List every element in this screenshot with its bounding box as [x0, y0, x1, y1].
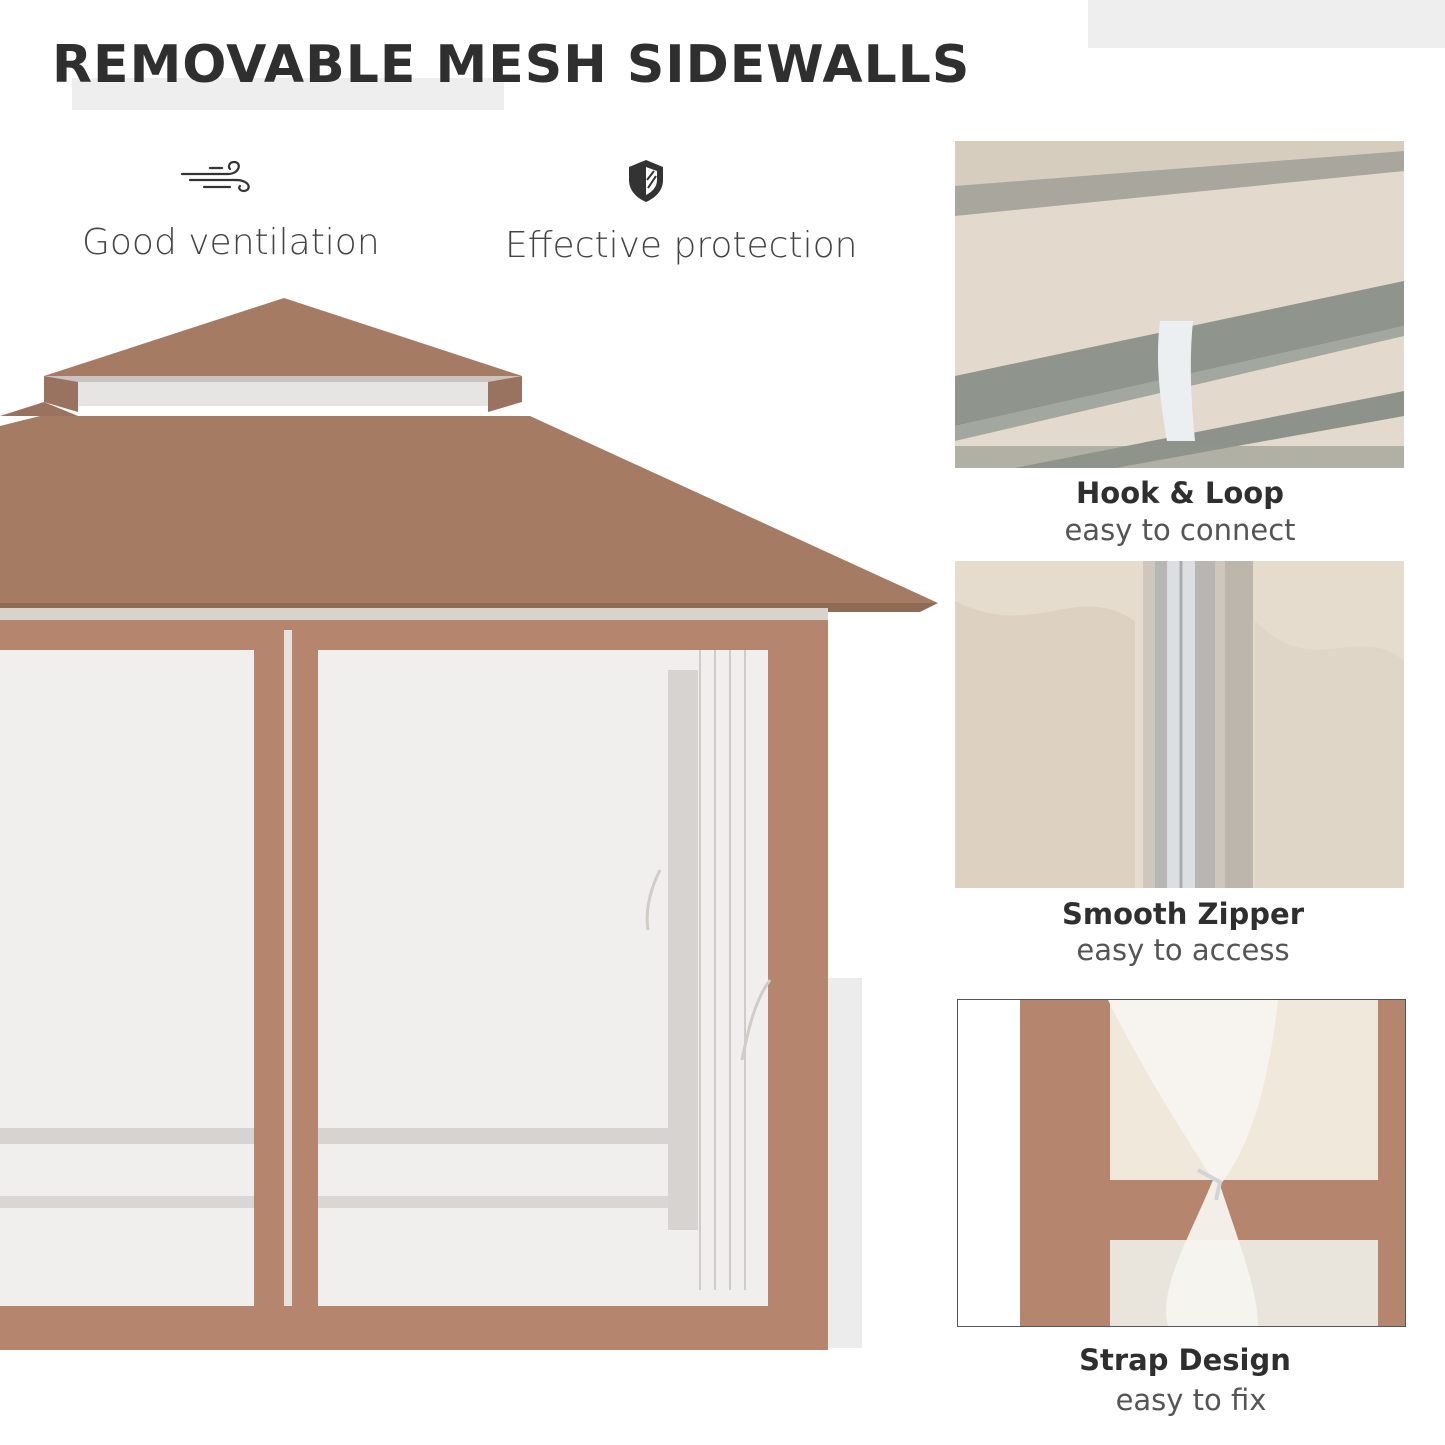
detail-title-zipper: Smooth Zipper	[1061, 897, 1304, 931]
detail-subtitle-strap: easy to fix	[1115, 1383, 1267, 1417]
title-underline-bar	[72, 78, 504, 110]
detail-subtitle-hook-loop: easy to connect	[1064, 513, 1296, 547]
gazebo-illustration	[0, 290, 940, 1350]
feature-label-protection: Effective protection	[505, 225, 858, 266]
detail-title-strap: Strap Design	[1079, 1343, 1291, 1377]
top-right-bar	[1088, 0, 1445, 48]
strap-photo	[957, 999, 1406, 1327]
feature-label-ventilation: Good ventilation	[82, 222, 380, 263]
shield-icon	[626, 158, 666, 204]
detail-title-hook-loop: Hook & Loop	[1076, 476, 1284, 510]
zipper-photo	[955, 561, 1404, 888]
detail-subtitle-zipper: easy to access	[1076, 933, 1290, 967]
wind-icon	[180, 158, 260, 198]
page-title: REMOVABLE MESH SIDEWALLS	[52, 35, 971, 95]
hook-loop-photo	[955, 141, 1404, 468]
